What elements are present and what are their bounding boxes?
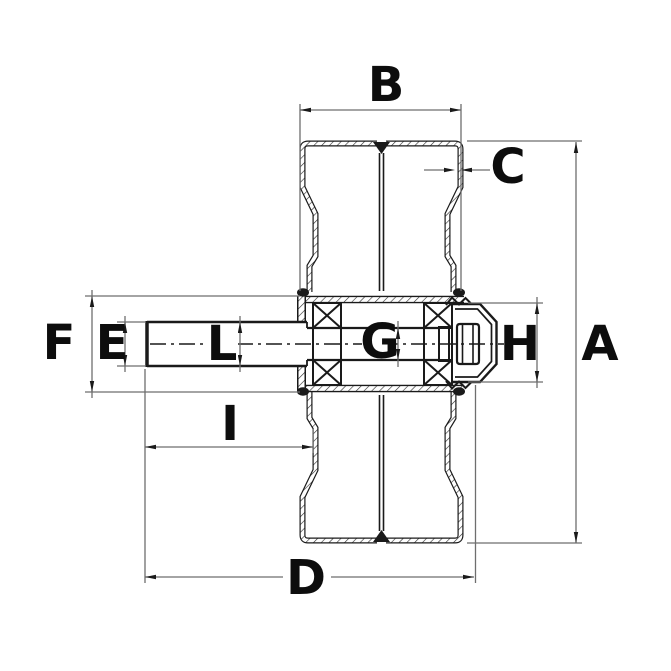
dim-E-arrow-top bbox=[122, 322, 128, 333]
weld-blob-bottom-left bbox=[297, 387, 309, 396]
dim-I-arrow-left bbox=[145, 444, 156, 450]
dim-I-arrow-right bbox=[302, 444, 313, 450]
dim-H-arrow-bottom bbox=[534, 371, 540, 382]
dimension-C bbox=[424, 167, 490, 173]
dimension-label-C: C bbox=[490, 139, 525, 195]
weld-blob-top-right bbox=[453, 288, 465, 297]
dimension-label-A: A bbox=[581, 316, 618, 372]
dimensions bbox=[85, 104, 582, 583]
wheel-right-upper-wall-hatch bbox=[386, 141, 463, 292]
label-G-backdrop bbox=[362, 330, 396, 358]
wheel-parting-notch-top bbox=[373, 142, 390, 154]
dim-D-arrow-right bbox=[463, 574, 474, 580]
hex-nut-body bbox=[455, 322, 481, 366]
dim-A-arrow-bottom bbox=[573, 532, 579, 543]
dimension-A bbox=[467, 140, 582, 544]
dimension-label-D: D bbox=[286, 550, 326, 606]
dim-L-arrow-top bbox=[237, 322, 243, 333]
hub-cap-crimp-top bbox=[445, 296, 472, 306]
hub-cap-crimp-bottom bbox=[445, 380, 472, 390]
label-D-backdrop bbox=[283, 557, 331, 597]
hub-cap bbox=[445, 296, 498, 390]
dimension-E bbox=[117, 316, 146, 372]
dimension-label-E: E bbox=[96, 315, 129, 371]
hub-cap-outer bbox=[453, 302, 498, 384]
dimension-label-L: L bbox=[207, 316, 238, 372]
wheel bbox=[299, 140, 464, 544]
axle bbox=[145, 320, 450, 368]
dimension-G bbox=[395, 321, 401, 367]
dim-F-arrow-top bbox=[89, 296, 95, 307]
wheel-right-upper-wall bbox=[386, 140, 464, 292]
bearing-left-cross bbox=[312, 302, 342, 386]
dim-B-arrow-right bbox=[450, 107, 461, 113]
dim-H-arrow-top bbox=[534, 303, 540, 314]
dimension-B bbox=[299, 104, 462, 291]
wheel-parting-notch-bottom bbox=[373, 530, 390, 542]
wheel-right-lower-wall bbox=[386, 392, 464, 544]
wheel-left-lower-wall-hatch bbox=[300, 392, 377, 543]
wheel-left-upper-wall-hatch bbox=[300, 141, 377, 292]
dimension-labels: B C A H G L E F I D bbox=[43, 57, 619, 606]
dim-C-arrow-right bbox=[461, 167, 472, 173]
hub-cap-inner bbox=[455, 308, 493, 378]
dim-G-arrow-bottom bbox=[395, 349, 401, 360]
dimension-I bbox=[145, 429, 314, 453]
dim-G-arrow-top bbox=[395, 328, 401, 339]
dimension-label-G: G bbox=[360, 314, 399, 370]
dim-E-arrow-bottom bbox=[122, 355, 128, 366]
label-L-backdrop bbox=[204, 326, 238, 362]
weld-blob-bottom-right bbox=[453, 387, 465, 396]
wheel-right-lower-wall-hatch bbox=[386, 392, 463, 543]
hub-assembly bbox=[145, 288, 504, 396]
dim-D-arrow-left bbox=[145, 574, 156, 580]
dim-L-arrow-bottom bbox=[237, 355, 243, 366]
dimension-label-B: B bbox=[368, 57, 405, 113]
dimension-H bbox=[468, 297, 543, 388]
wheel-left-lower-wall bbox=[299, 392, 377, 544]
dim-A-arrow-top bbox=[573, 142, 579, 153]
dim-F-arrow-bottom bbox=[89, 381, 95, 392]
dimension-L bbox=[237, 316, 243, 372]
dim-C-arrow-left bbox=[444, 167, 455, 173]
dimension-label-H: H bbox=[500, 316, 540, 372]
dimension-label-I: I bbox=[221, 396, 239, 452]
dim-B-arrow-left bbox=[300, 107, 311, 113]
dimension-F bbox=[85, 290, 300, 398]
bearing-right-cross bbox=[423, 302, 453, 386]
wheel-left-upper-wall bbox=[299, 140, 377, 292]
dimension-label-F: F bbox=[43, 315, 76, 371]
